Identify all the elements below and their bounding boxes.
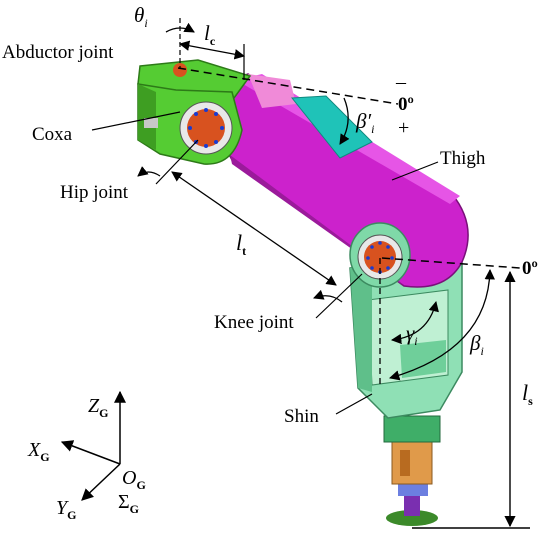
hip-rotation-arc bbox=[137, 166, 161, 177]
frame-label: ΣG bbox=[118, 491, 139, 516]
abductor-joint-label: Abductor joint bbox=[2, 42, 114, 63]
shin-side bbox=[350, 262, 372, 392]
zero-degree-knee: 0º bbox=[522, 258, 538, 279]
theta-arc bbox=[165, 22, 195, 33]
gamma-symbol: γi bbox=[406, 321, 418, 348]
knee-reference-line bbox=[381, 257, 521, 269]
shin-collar bbox=[383, 415, 441, 443]
y-axis-label: YG bbox=[56, 497, 76, 522]
coxa-side bbox=[138, 84, 156, 150]
knee-leader bbox=[315, 273, 363, 319]
beta-prime-arc bbox=[339, 97, 350, 145]
x-axis bbox=[60, 440, 121, 465]
shin-tube-slot bbox=[400, 450, 410, 476]
shin-leader bbox=[335, 393, 373, 415]
plus-sign: + bbox=[398, 117, 409, 139]
hip-leader bbox=[155, 139, 199, 185]
z-axis-label: ZG bbox=[88, 395, 108, 420]
part-labels: Abductor joint Coxa Hip joint Thigh Knee… bbox=[2, 42, 486, 427]
coxa-leader bbox=[91, 111, 181, 131]
thigh-link bbox=[194, 73, 469, 288]
x-axis-label: XG bbox=[27, 439, 50, 464]
foot-pad bbox=[386, 510, 438, 526]
hip-joint-disk bbox=[179, 101, 233, 155]
lt-dimension bbox=[171, 171, 337, 286]
thigh-pink-patch bbox=[248, 74, 296, 108]
thigh-leader bbox=[391, 161, 439, 181]
knee-joint-disk bbox=[357, 234, 403, 280]
beta-symbol: βi bbox=[469, 331, 484, 358]
ls-symbol: ls bbox=[522, 380, 533, 408]
shin-tube bbox=[391, 439, 433, 485]
shin-label: Shin bbox=[284, 406, 319, 427]
theta-symbol: θi bbox=[134, 3, 148, 30]
coxa-bolt-block bbox=[144, 118, 158, 128]
top-reference-line bbox=[177, 67, 399, 105]
ankle-blue bbox=[398, 482, 428, 496]
minus-sign: – bbox=[395, 71, 407, 93]
coxa-label: Coxa bbox=[32, 124, 73, 145]
shin-assembly bbox=[349, 251, 463, 526]
annotation-lines bbox=[91, 18, 530, 529]
thigh-cyan-plate bbox=[291, 95, 373, 159]
ankle-purple bbox=[404, 494, 420, 516]
y-axis bbox=[81, 463, 121, 501]
hip-joint-label: Hip joint bbox=[60, 182, 129, 203]
lc-symbol: lc bbox=[204, 21, 216, 48]
origin-label: OG bbox=[122, 467, 146, 492]
lt-symbol: lt bbox=[236, 230, 246, 258]
beta-prime-symbol: β′i bbox=[355, 109, 374, 136]
abductor-disk bbox=[173, 63, 187, 77]
beta-arc bbox=[389, 268, 495, 381]
global-frame-axes bbox=[60, 390, 126, 501]
symbol-labels: θi lc – 0º + β′i lt 0º γi βi ls bbox=[134, 3, 538, 408]
thigh-label: Thigh bbox=[440, 148, 486, 169]
zero-degree-top: 0º bbox=[398, 94, 414, 115]
lc-dimension bbox=[178, 40, 246, 60]
knee-rotation-arc bbox=[313, 289, 343, 303]
knee-joint-label: Knee joint bbox=[214, 312, 294, 333]
axis-labels: ZG XG OG YG ΣG bbox=[27, 395, 146, 522]
